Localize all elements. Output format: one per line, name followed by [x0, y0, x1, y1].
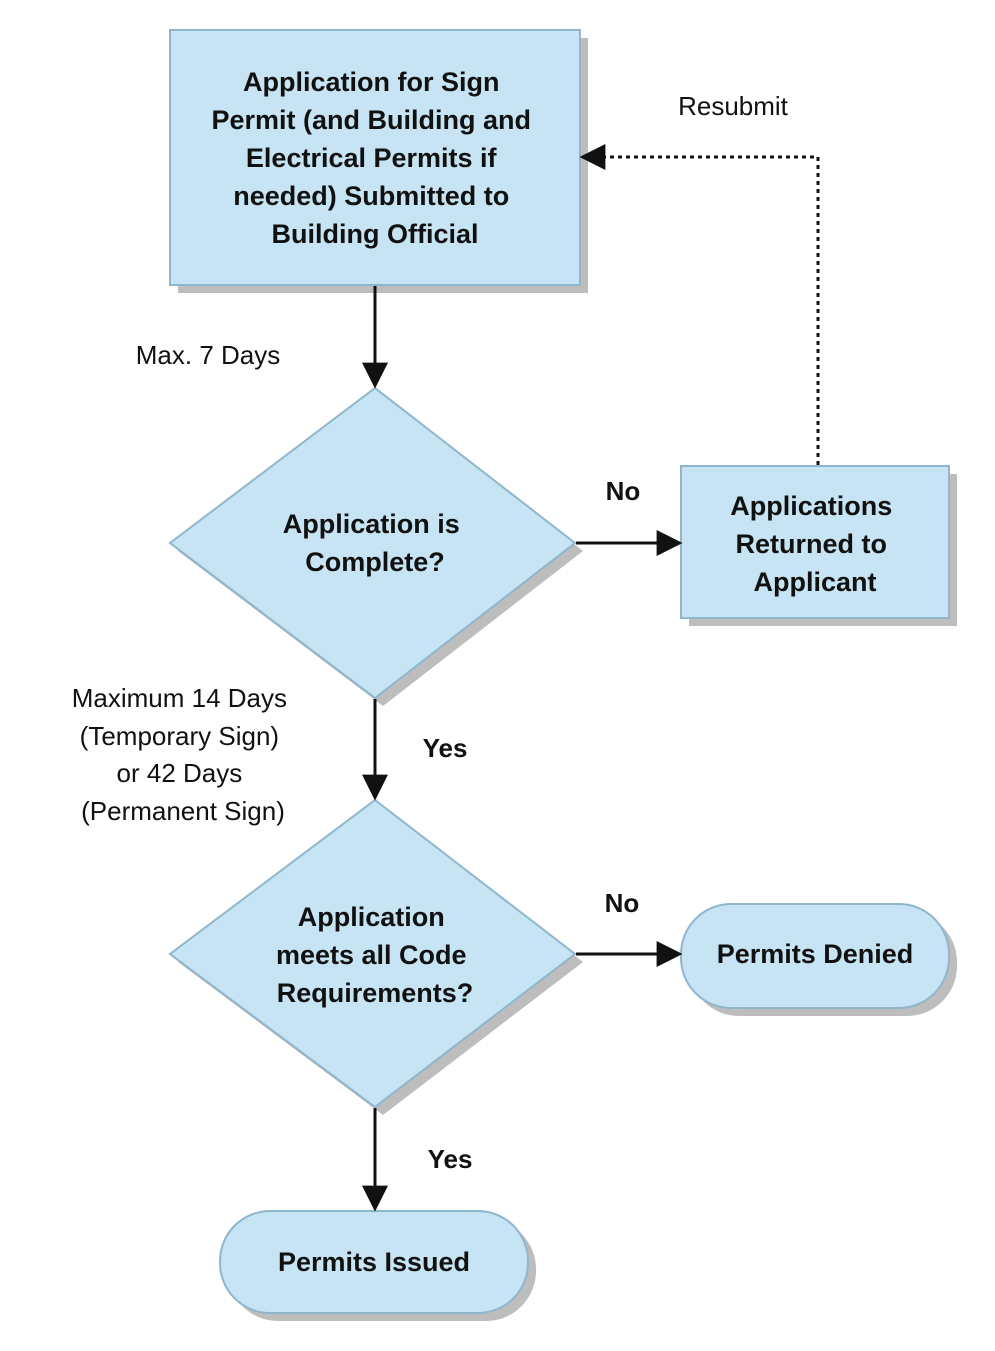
node-label-line: Application: [298, 902, 445, 932]
node-label-line: Returned to: [735, 529, 887, 559]
node-label-line: Permits Issued: [278, 1247, 470, 1277]
edge-label-yes: Yes: [423, 733, 468, 763]
edge-label-resubmit: Resubmit: [678, 91, 789, 121]
edge-label-line: Maximum 14 Days: [72, 683, 287, 713]
node-label: Application meets all Code Requirements?: [276, 902, 474, 1008]
edge-label-line: (Temporary Sign): [80, 721, 279, 751]
node-shape: [168, 386, 577, 700]
edge-label-no: No: [605, 888, 640, 918]
node-is-complete: Application is Complete?: [168, 386, 583, 706]
arrow-resubmit: [579, 144, 820, 465]
node-label-line: Building Official: [272, 219, 479, 249]
node-label-line: Applications: [730, 491, 892, 521]
node-denied: Permits Denied: [680, 903, 957, 1016]
node-label-line: Electrical Permits if: [246, 143, 498, 173]
edge-label-no: No: [606, 476, 641, 506]
edge-label-yes: Yes: [428, 1144, 473, 1174]
edge-label-line: (Permanent Sign): [81, 796, 285, 826]
node-label-line: Applicant: [753, 567, 876, 597]
node-label-line: Permits Denied: [717, 939, 914, 969]
node-shape: [168, 798, 577, 1109]
node-label-line: Complete?: [305, 547, 445, 577]
node-label: Application is Complete?: [283, 509, 468, 577]
node-label-line: Permit (and Building and: [211, 105, 531, 135]
node-label-line: Requirements?: [277, 978, 474, 1008]
node-shape: [680, 465, 950, 619]
node-label: Applications Returned to Applicant: [730, 491, 900, 597]
node-label-line: meets all Code: [276, 940, 467, 970]
edge-label-line: or 42 Days: [117, 758, 243, 788]
node-label: Permits Issued: [278, 1247, 470, 1277]
edge-label-review-duration: Maximum 14 Days (Temporary Sign) or 42 D…: [72, 683, 295, 826]
node-submit-application: Application for Sign Permit (and Buildin…: [169, 29, 588, 293]
node-shape: [169, 29, 581, 286]
node-label: Permits Denied: [717, 939, 914, 969]
node-returned: Applications Returned to Applicant: [680, 465, 957, 626]
node-meets-code: Application meets all Code Requirements?: [168, 798, 583, 1115]
node-label-line: Application is: [283, 509, 460, 539]
edge-label-max-7-days: Max. 7 Days: [136, 340, 281, 370]
node-label: Application for Sign Permit (and Buildin…: [211, 67, 538, 249]
node-label-line: needed) Submitted to: [233, 181, 509, 211]
node-label-line: Application for Sign: [243, 67, 500, 97]
node-issued: Permits Issued: [219, 1210, 536, 1321]
